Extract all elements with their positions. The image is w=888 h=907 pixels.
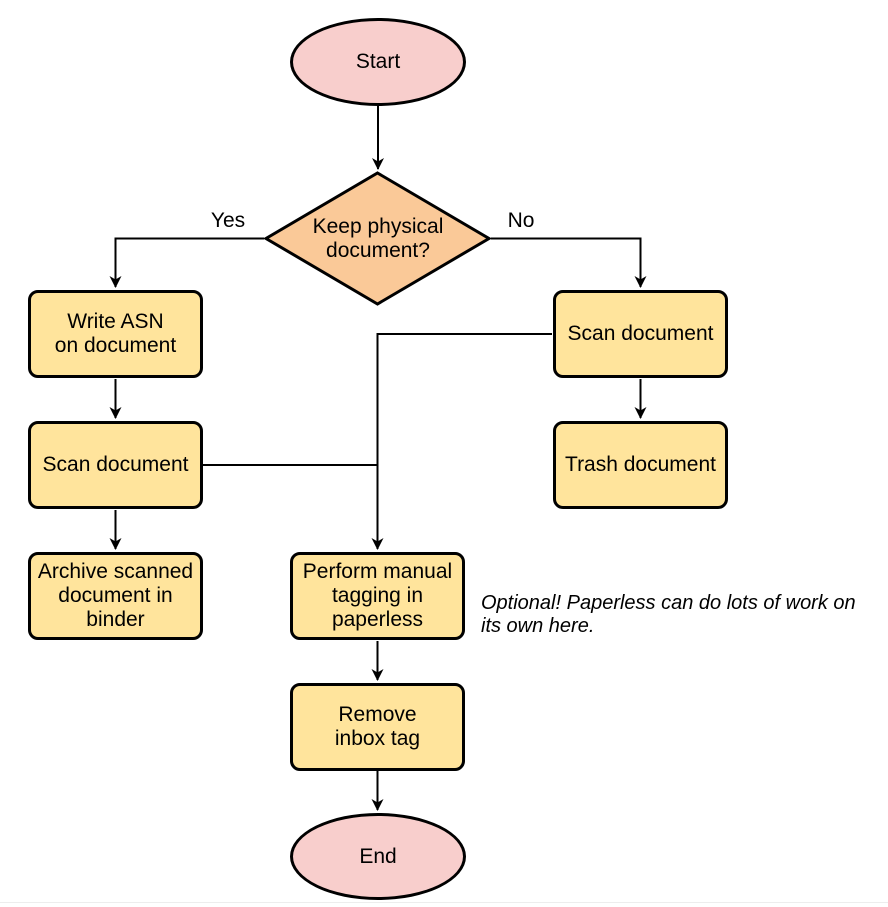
decision-diamond-shape — [263, 171, 492, 306]
manual-tagging-node: Perform manual tagging in paperless — [290, 552, 465, 640]
remove-inbox-tag-node: Remove inbox tag — [290, 683, 465, 771]
edge-yes-to-write-asn — [109, 237, 264, 288]
scan-document-right-node: Scan document — [553, 290, 728, 378]
optional-note: Optional! Paperless can do lots of work … — [481, 592, 856, 638]
no-edge-label: No — [507, 209, 535, 232]
edge-no-to-scan-right — [491, 237, 647, 288]
trash-document-node: Trash document — [553, 421, 728, 509]
edge-scan-right-to-tagging — [371, 333, 552, 550]
decision-node-label: Keep physical document? — [312, 214, 444, 262]
end-node: End — [290, 813, 466, 900]
scan-document-left-node: Scan document — [28, 421, 203, 509]
archive-binder-node: Archive scanned document in binder — [28, 552, 203, 640]
start-node: Start — [290, 18, 466, 106]
bottom-divider — [0, 902, 888, 903]
write-asn-node: Write ASN on document — [28, 290, 203, 378]
yes-edge-label: Yes — [210, 209, 246, 232]
